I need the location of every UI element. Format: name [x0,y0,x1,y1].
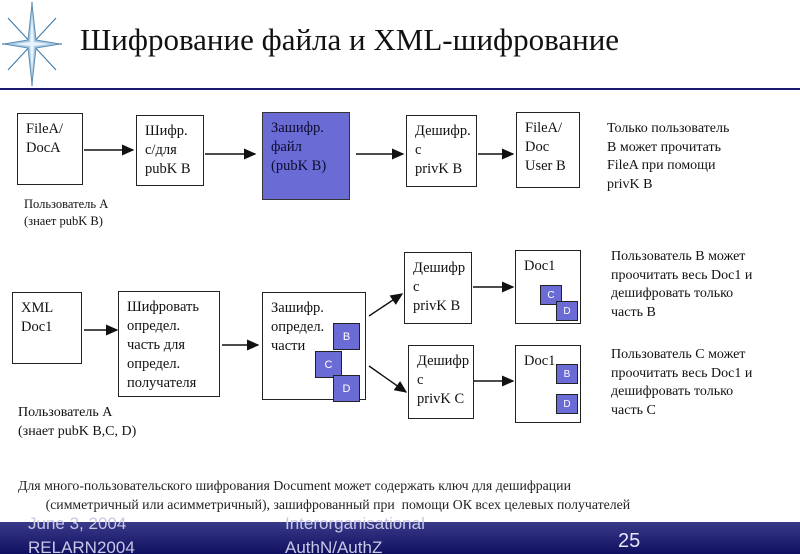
arrow-7 [368,293,404,317]
doc-c-part-b-tile: B [556,364,578,384]
arrow-8 [368,365,408,393]
row2-note-c: Пользователь C может проочитать весь Doc… [611,347,753,418]
xml-doc-label: XML Doc1 [21,300,54,335]
encrypt-for-pubkb-box: Шифр. с/для pubK B [136,115,204,186]
decrypt-privkb-box-2: Дешифр с privK B [404,252,472,324]
encrypt-for-pubkb-label: Шифр. с/для pubK B [145,123,191,177]
page-title: Шифрование файла и XML-шифрование [80,22,620,57]
file-a-user-b-label: FileA/ Doc User B [525,120,566,174]
doc1-user-c-label: Doc1 [524,353,556,369]
doc1-user-b-label: Doc1 [524,258,556,274]
title-divider [0,88,800,90]
doc-c-part-d-tile: D [556,394,578,414]
part-c-tile: C [315,351,342,378]
footer-subtopic: AuthN/AuthZ [285,538,383,554]
part-b-tile: B [333,323,360,350]
encrypted-file-label: Зашифр. файл (pubK B) [271,120,327,174]
decrypt-privkc-label: Дешифр с privK C [417,353,470,407]
file-a-box: FileA/ DocA [17,113,83,185]
decrypt-privkb-box: Дешифр. с privK B [406,115,477,187]
star-logo-icon [2,2,62,86]
doc1-user-c-box: Doc1 B D [515,345,581,423]
page-number: 25 [618,530,641,552]
footer-event: RELARN2004 [28,538,135,554]
row1-left-note: Пользователь A (знает pubK B) [24,197,109,228]
part-d-tile: D [333,375,360,402]
row1-right-note: Только пользователь B может прочитать Fi… [607,121,730,192]
encrypt-parts-label: Шифровать определ. часть для определ. по… [127,299,199,391]
encrypted-parts-label: Зашифр. определ. части [271,300,325,354]
footer-bar [0,522,800,554]
decrypt-privkb-label: Дешифр. с privK B [415,123,471,177]
doc-b-part-c-tile: C [540,285,562,305]
doc-b-part-d-tile: D [556,301,578,321]
encrypted-parts-box: Зашифр. определ. части B C D [262,292,366,402]
file-a-label: FileA/ DocA [26,121,64,156]
bottom-note: Для много-пользовательского шифрования D… [18,478,631,512]
encrypt-parts-box: Шифровать определ. часть для определ. по… [118,291,220,397]
file-a-user-b-box: FileA/ Doc User B [516,112,580,188]
row2-left-note: Пользователь A (знает pubK B,C, D) [18,405,137,439]
footer-topic: Interorganisational [285,514,425,533]
xml-doc-box: XML Doc1 [12,292,82,364]
footer-date: June 3, 2004 [28,514,127,533]
encrypted-file-box: Зашифр. файл (pubK B) [262,112,350,200]
doc1-user-b-box: Doc1 C D [515,250,581,324]
decrypt-privkb-label-2: Дешифр с privK B [413,260,466,314]
row2-note-b: Пользователь B может проочитать весь Doc… [611,249,753,320]
decrypt-privkc-box: Дешифр с privK C [408,345,474,419]
